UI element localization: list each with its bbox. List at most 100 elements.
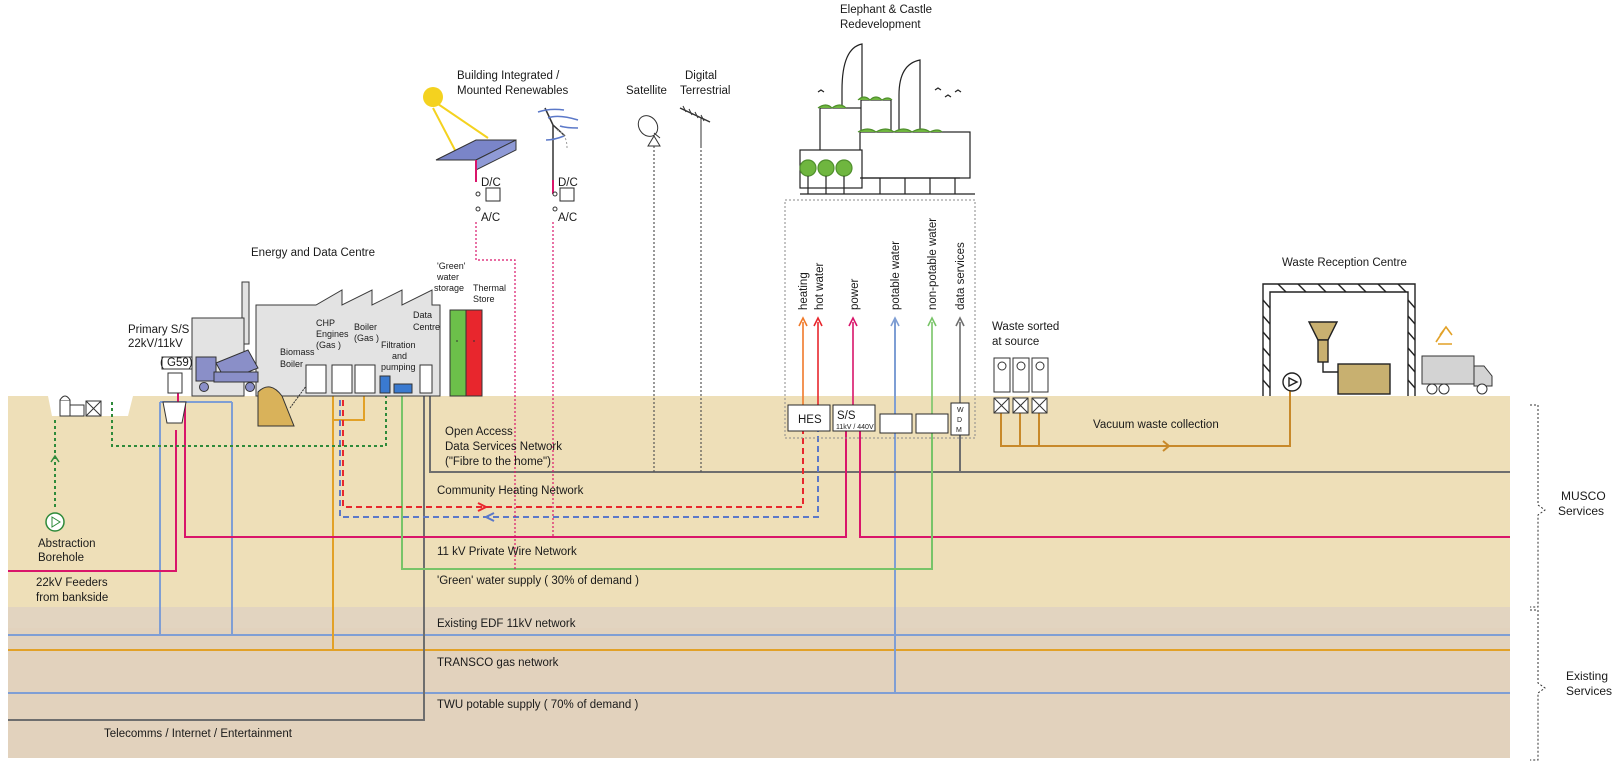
dc-label-2: D/C (558, 177, 578, 189)
abstraction-label-2: Borehole (38, 552, 84, 564)
renewables-graphic (423, 87, 579, 212)
wdm-box (950, 402, 970, 436)
heating-return-line (339, 380, 819, 518)
service-hot-water: hot water (814, 263, 826, 310)
waste-sorted-label: Waste sorted (992, 321, 1059, 333)
renewables-lines (475, 146, 702, 569)
primary-ss-label-2: 22kV/11kV (128, 338, 183, 350)
existing-label: Existing (1566, 669, 1608, 683)
satellite-label: Satellite (626, 85, 667, 97)
wdm-d: D (957, 417, 962, 424)
edf-label: Existing EDF 11kV network (437, 618, 576, 630)
recycle-icon (1435, 325, 1453, 345)
abstraction-label: Abstraction (38, 538, 96, 550)
redevelopment-boundary (784, 199, 976, 439)
green-storage-label: 'Green' (437, 261, 466, 271)
wind-icon (537, 108, 579, 141)
vacuum-waste-label: Vacuum waste collection (1093, 419, 1219, 431)
chp-label-2: Engines (316, 329, 349, 339)
ac-label-1: A/C (481, 212, 500, 224)
primary-ss-label: Primary S/S (128, 324, 190, 336)
g59-label: ( G59) (160, 357, 193, 369)
brackets (1530, 404, 1546, 761)
musco-label: MUSCO (1561, 489, 1606, 503)
feeder-line (8, 430, 177, 572)
service-non-potable-water: non-potable water (927, 218, 939, 310)
thermal-store-label-2: Store (473, 294, 495, 304)
redevelopment-buildings (799, 43, 975, 195)
boiler-label-2: (Gas ) (354, 333, 379, 343)
data-centre-label: Data (413, 310, 432, 320)
digital-label: Digital (685, 70, 717, 82)
filtration-label: Filtration (381, 340, 416, 350)
waste-sorted-label-2: at source (992, 336, 1039, 348)
telecoms-label: Telecomms / Internet / Entertainment (104, 728, 293, 740)
biomass-label-2: Boiler (280, 359, 303, 369)
nonpotable-box (915, 413, 949, 434)
chp-label: CHP (316, 318, 335, 328)
green-storage-label-3: storage (434, 283, 464, 293)
elephant-title-2: Redevelopment (840, 19, 921, 31)
hes-box (787, 404, 831, 432)
wdm-m: M (956, 427, 962, 434)
private-wire-label: 11 kV Private Wire Network (437, 546, 577, 558)
open-access-label: Open Access (445, 426, 513, 438)
musco-ground-layer (8, 396, 1510, 607)
green-water-storage-tank (449, 309, 467, 397)
ss-sub-label: 11kV / 440V (836, 424, 874, 431)
service-data: data services (955, 242, 967, 310)
existing-label-2: Services (1566, 684, 1612, 698)
service-power: power (849, 279, 861, 310)
twu-label: TWU potable supply ( 70% of demand ) (437, 699, 639, 711)
terrestrial-label: Terrestrial (680, 85, 730, 97)
musco-label-2: Services (1558, 504, 1604, 518)
potable-box (879, 413, 913, 434)
abstraction-graphic (45, 395, 102, 532)
filtration-label-2: and (392, 351, 407, 361)
distribution-boxes (787, 402, 970, 436)
existing-ground-layer-top (8, 607, 1510, 628)
satellite-dish-icon (637, 115, 659, 137)
thermal-store-label: Thermal (473, 283, 506, 293)
renewables-title-2: Mounted Renewables (457, 85, 568, 97)
waste-truck (1421, 325, 1493, 395)
renewables-title: Building Integrated / (457, 70, 560, 82)
ac-label-2: A/C (558, 212, 577, 224)
chp-label-3: (Gas ) (316, 340, 341, 350)
wdm-w: W (957, 407, 964, 414)
telecoms-line (8, 380, 425, 721)
service-arrows (798, 316, 965, 415)
satellite-antenna (637, 105, 711, 147)
elephant-title: Elephant & Castle (840, 4, 932, 16)
heating-network-label: Community Heating Network (437, 485, 584, 497)
ss-label: S/S (837, 410, 856, 422)
labels: Elephant & Castle Redevelopment Building… (36, 4, 1612, 740)
waste-centre-title: Waste Reception Centre (1282, 257, 1407, 269)
heating-flow-line (342, 380, 804, 508)
data-network-line (429, 380, 1510, 473)
green-water-label: 'Green' water supply ( 30% of demand ) (437, 575, 639, 587)
open-access-label-3: ("Fibre to the home") (445, 456, 551, 468)
feeders-label-2: from bankside (36, 592, 108, 604)
vacuum-waste-line (1000, 395, 1291, 447)
data-centre-label-2: Centre (413, 322, 440, 332)
hes-label: HES (798, 414, 822, 426)
feeders-label: 22kV Feeders (36, 577, 108, 589)
green-water-line (401, 380, 933, 570)
boiler-label: Boiler (354, 322, 377, 332)
waste-bins (993, 357, 1049, 414)
dc-label-1: D/C (481, 177, 501, 189)
energy-centre-title: Energy and Data Centre (251, 247, 375, 259)
green-storage-label-2: water (436, 272, 459, 282)
transco-label: TRANSCO gas network (437, 657, 559, 669)
biomass-label: Biomass (280, 347, 315, 357)
open-access-label-2: Data Services Network (445, 441, 562, 453)
thermal-store-tank (465, 309, 483, 397)
substation-box (832, 404, 876, 432)
waste-reception-building (1262, 283, 1416, 396)
sun-icon (423, 87, 443, 107)
filtration-label-3: pumping (381, 362, 416, 372)
energy-centre-building (161, 281, 483, 427)
service-potable-water: potable water (890, 241, 902, 310)
